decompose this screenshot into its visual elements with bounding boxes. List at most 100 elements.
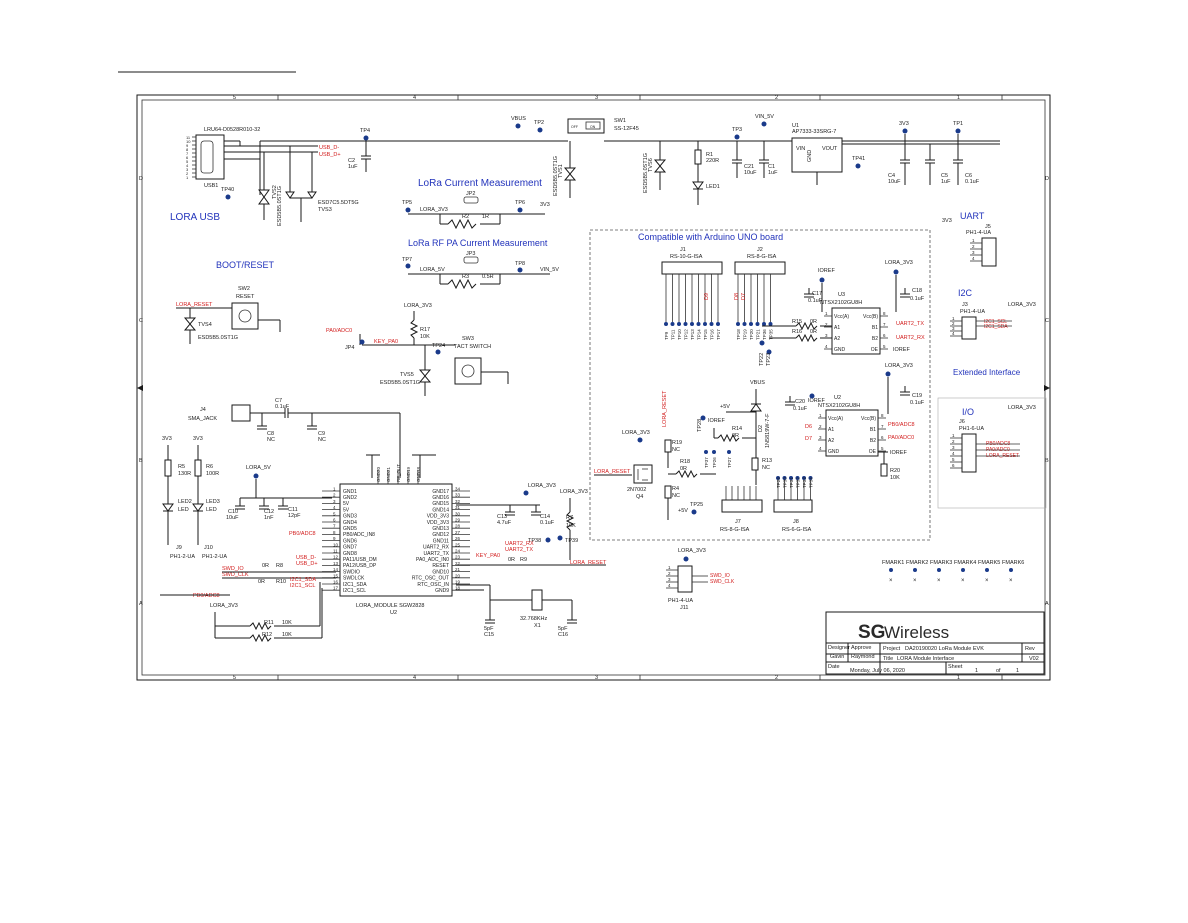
svg-text:TACT SWITCH: TACT SWITCH [454,344,491,350]
svg-text:TP32: TP32 [796,477,801,488]
shifter-pin-name: A1 [828,427,834,433]
svg-text:NC: NC [672,447,680,453]
svg-text:R18: R18 [680,459,690,465]
svg-text:0.1uF: 0.1uF [808,298,823,304]
usb-ref: USB1 [204,183,218,189]
svg-text:U2: U2 [390,610,397,616]
svg-text:5pF: 5pF [484,626,494,632]
shifter-pin-name: OE [869,449,877,455]
svg-text:C9: C9 [318,431,325,437]
svg-text:TP13: TP13 [690,329,695,340]
section-lora-rf-current: LoRa RF PA Current Measurement [408,238,548,248]
swd-net-label: SWD_IO [710,573,730,579]
tp4 [363,135,369,141]
usb-pin-number: 9 [186,143,189,148]
frame-tick-left: C [139,318,143,324]
module-pin-name: GND3 [343,514,357,520]
shifter-pin-name: OE [871,347,879,353]
svg-text:0.1uF: 0.1uF [910,296,925,302]
svg-text:15: 15 [333,573,339,578]
svg-text:TP9: TP9 [664,331,669,340]
svg-text:R7: R7 [566,515,573,521]
svg-text:4: 4 [668,583,671,588]
svg-text:TP38: TP38 [528,538,541,544]
usb-pin-number: 10 [186,139,191,144]
u3-level-shifter [831,307,881,355]
j8-test-point [795,476,800,480]
svg-text:5: 5 [333,511,336,516]
svg-text:3V3: 3V3 [899,121,909,127]
svg-text:0.1uF: 0.1uF [540,520,555,526]
j1-test-point [677,322,681,326]
svg-text:C10: C10 [228,509,238,515]
vin5v-tp [761,121,767,127]
frame-arrow-right [1044,385,1050,391]
svg-text:10K: 10K [282,632,292,638]
shifter-pin-name: B1 [870,427,876,433]
svg-text:10K: 10K [282,620,292,626]
svg-text:AP7333-33SRG-7: AP7333-33SRG-7 [792,129,836,135]
svg-text:OFF: OFF [571,125,578,129]
fmark-cross: × [889,578,893,584]
svg-text:TP10: TP10 [677,329,682,340]
u2-level-shifter [825,409,879,457]
module-pin-name: GND10 [432,569,449,575]
svg-text:0.1uF: 0.1uF [965,179,980,185]
svg-text:D6: D6 [805,424,812,430]
module-pin-name: VDD_3V3 [427,514,449,520]
i2c-net-label: I2C1_SCL [984,319,1007,325]
module-pin-name: GND11 [433,538,450,544]
svg-text:TP3: TP3 [732,127,742,133]
svg-text:Sheet: Sheet [948,664,963,670]
svg-text:3V3: 3V3 [193,436,203,442]
io-connector: I/O J6 PH1-6-UA LORA_3V3 123456PB0/ADC8P… [937,397,1047,509]
section-boot-reset: BOOT/RESET [216,260,275,270]
svg-text:Raymond: Raymond [851,654,875,660]
svg-text:3: 3 [333,499,336,504]
tp37 [704,450,708,454]
svg-text:5pF: 5pF [558,626,568,632]
svg-text:TP12: TP12 [684,329,689,340]
arduino-section: Compatible with Arduino UNO board J1 RS-… [589,229,931,541]
svg-text:C17: C17 [812,291,822,297]
svg-text:PH1-2-UA: PH1-2-UA [202,554,227,560]
fmark-label: FMARK2 [906,560,928,566]
svg-text:Title: Title [883,656,893,662]
module-pin-name: GND16 [432,495,449,501]
svg-text:LORA_3V3: LORA_3V3 [885,260,913,266]
tp1 [955,128,961,134]
svg-text:SW3: SW3 [462,336,474,342]
usb-pin-number: 6 [186,155,189,160]
svg-text:NC: NC [267,437,275,443]
svg-text:0.5R: 0.5R [482,274,494,280]
module-pin-name: VDD_3V3 [427,520,449,526]
j8-test-point [802,476,806,480]
rf-section: J4 SMA_JACK C7 0.1uF C8 NC C9 NC [188,398,401,478]
svg-text:Designer: Designer [828,645,850,651]
svg-text:1: 1 [972,238,975,243]
svg-text:J9: J9 [176,545,182,551]
boot-reset-section: BOOT/RESET LORA_RESET TVS4 ESD5B5.0ST1G … [176,260,509,396]
svg-text:12: 12 [333,555,339,560]
shifter-pin-name: B1 [872,325,878,331]
svg-text:11: 11 [333,549,338,554]
fmark-label: FMARK6 [1002,560,1024,566]
svg-text:19: 19 [455,580,461,585]
svg-text:TP6: TP6 [515,200,525,206]
j2-test-point [768,322,773,326]
usb-connector [195,134,225,180]
frame-tick-top: 3 [595,95,598,101]
svg-text:3: 3 [952,326,955,331]
svg-text:VIN_5V: VIN_5V [540,267,559,273]
svg-text:Gavin: Gavin [830,654,844,660]
svg-text:PB0/ADC8: PB0/ADC8 [289,531,316,537]
svg-text:LORA_RESET: LORA_RESET [570,560,607,566]
svg-text:U3: U3 [838,292,845,298]
svg-text:R1: R1 [706,152,713,158]
svg-text:1R: 1R [482,214,489,220]
section-i2c: I2C [958,288,973,298]
svg-text:LORA_3V3: LORA_3V3 [622,430,650,436]
svg-text:TP27: TP27 [727,457,732,468]
